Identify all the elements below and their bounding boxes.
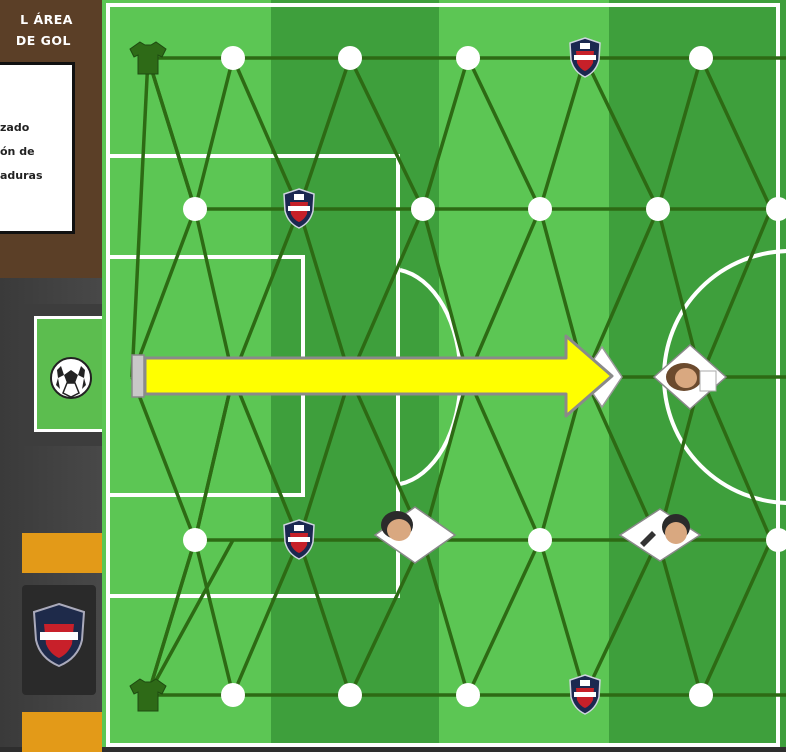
grid-node[interactable]: [221, 683, 245, 707]
grid-node[interactable]: [528, 528, 552, 552]
grid-node[interactable]: [456, 683, 480, 707]
grid-node[interactable]: [689, 46, 713, 70]
grid-node[interactable]: [221, 46, 245, 70]
grid-node[interactable]: [183, 528, 207, 552]
grid-node[interactable]: [411, 197, 435, 221]
grid-node[interactable]: [646, 197, 670, 221]
grid-node[interactable]: [456, 46, 480, 70]
grid-node[interactable]: [338, 683, 362, 707]
grid-node[interactable]: [528, 197, 552, 221]
grid-node[interactable]: [689, 683, 713, 707]
grid-node[interactable]: [183, 197, 207, 221]
grid-node[interactable]: [338, 46, 362, 70]
